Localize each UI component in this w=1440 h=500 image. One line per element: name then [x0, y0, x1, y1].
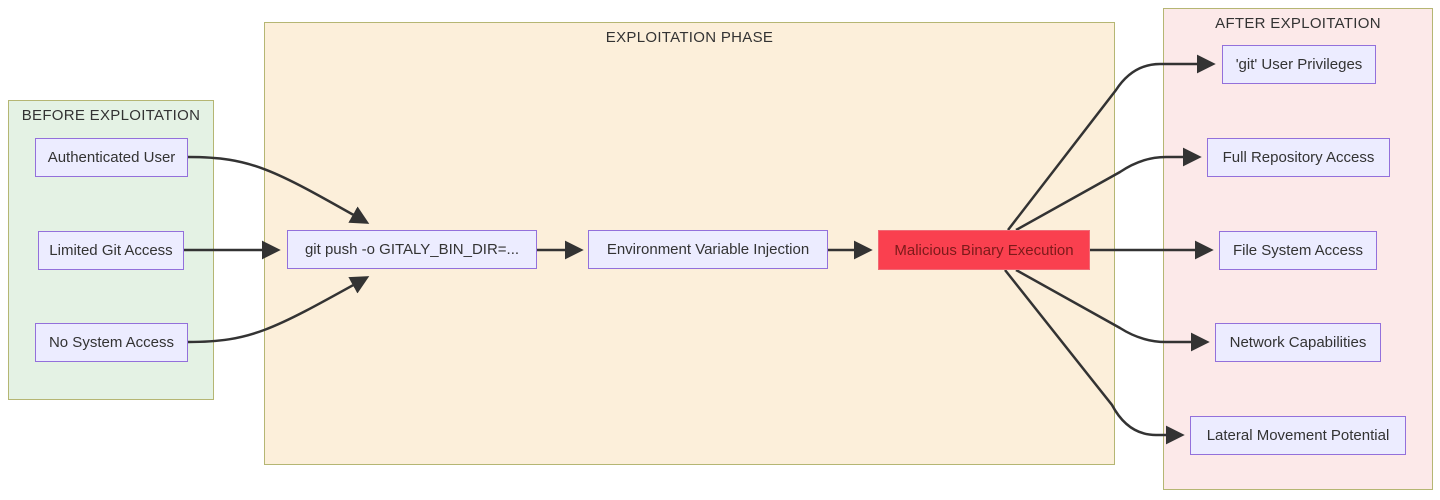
- node-limited-git-access: Limited Git Access: [38, 231, 184, 270]
- node-no-system-access: No System Access: [35, 323, 188, 362]
- node-lateral-movement-potential: Lateral Movement Potential: [1190, 416, 1406, 455]
- node-environment-variable-injection: Environment Variable Injection: [588, 230, 828, 269]
- node-file-system-access: File System Access: [1219, 231, 1377, 270]
- group-title-before: BEFORE EXPLOITATION: [21, 107, 201, 124]
- node-git-user-privileges: 'git' User Privileges: [1222, 45, 1376, 84]
- node-network-capabilities: Network Capabilities: [1215, 323, 1381, 362]
- group-title-after: AFTER EXPLOITATION: [1215, 15, 1381, 32]
- node-git-push-command: git push -o GITALY_BIN_DIR=...: [287, 230, 537, 269]
- node-authenticated-user: Authenticated User: [35, 138, 188, 177]
- node-malicious-binary-execution: Malicious Binary Execution: [878, 230, 1090, 270]
- group-title-exploitation: EXPLOITATION PHASE: [605, 29, 774, 46]
- node-full-repository-access: Full Repository Access: [1207, 138, 1390, 177]
